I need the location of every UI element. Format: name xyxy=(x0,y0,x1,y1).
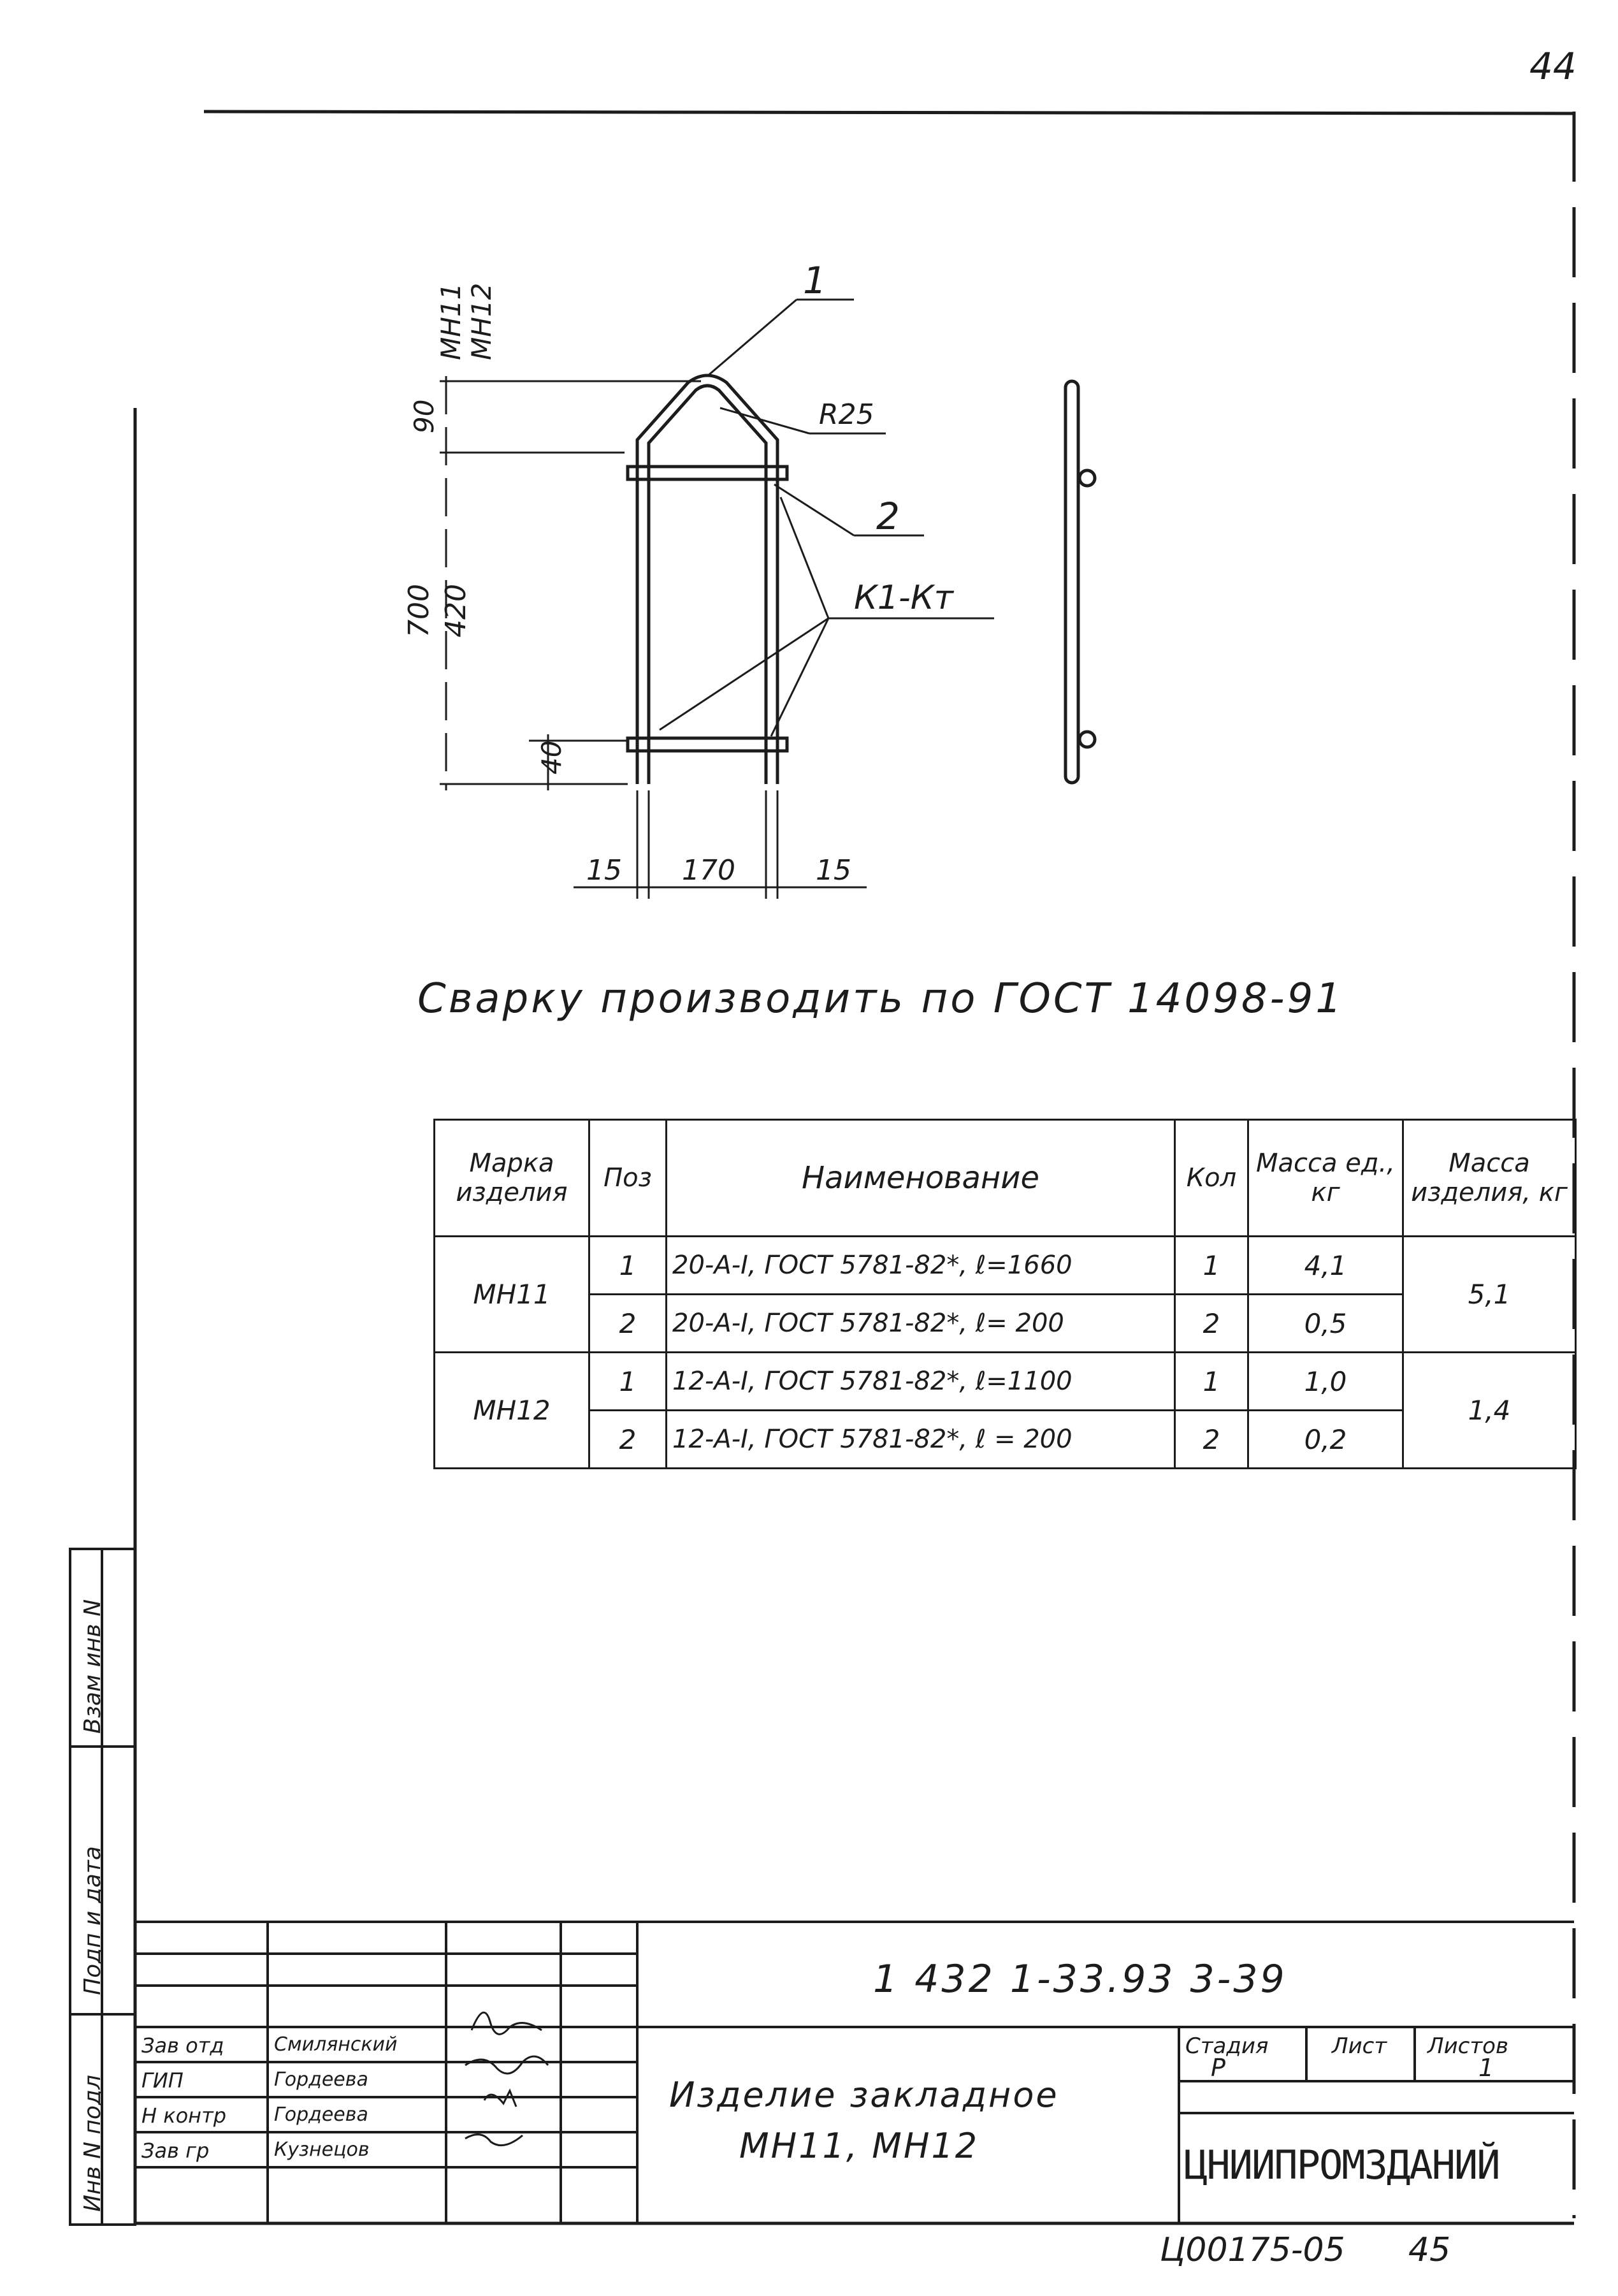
sheet-label: Лист xyxy=(1332,2033,1387,2059)
mass-cell: 0,5 xyxy=(1247,1293,1404,1353)
dim-90: 90 xyxy=(408,400,440,433)
signature-4 xyxy=(465,2133,523,2147)
mass-cell: 4,1 xyxy=(1247,1235,1404,1295)
name-norm-control: Гордеева xyxy=(274,2103,368,2126)
drawing-title-line1: Изделие закладное xyxy=(669,2075,1059,2115)
signature-3 xyxy=(483,2088,517,2107)
side-view-crossbar-top xyxy=(1078,469,1097,488)
mark-cell: МН11 xyxy=(433,1235,590,1353)
table-row: МН12 1 12-А-I, ГОСТ 5781-82*, ℓ=1100 1 1… xyxy=(433,1351,1577,1469)
dim-170: 170 xyxy=(682,854,735,887)
header-qty: Кол xyxy=(1174,1119,1249,1237)
qty-cell: 2 xyxy=(1174,1409,1249,1469)
header-unit-mass: Масса ед., кг xyxy=(1247,1119,1404,1237)
dim-40: 40 xyxy=(536,741,567,774)
qty-cell: 1 xyxy=(1174,1351,1249,1411)
sheets-label: Листов xyxy=(1427,2033,1509,2059)
crossbar-bottom xyxy=(626,736,789,753)
technical-drawing: МН11 МН12 90 700 420 40 15 170 15 R25 1 … xyxy=(403,259,1097,899)
radius-label: R25 xyxy=(819,398,874,431)
callout-2: 2 xyxy=(876,495,900,538)
side-view-bar xyxy=(1064,379,1080,785)
dim-700: 700 xyxy=(403,584,435,637)
role-head-group: Зав гр xyxy=(141,2139,210,2163)
table-row: МН11 1 20-А-I, ГОСТ 5781-82*, ℓ=1660 1 4… xyxy=(433,1235,1577,1353)
crossbar-top xyxy=(626,465,789,481)
sheets-value: 1 xyxy=(1478,2054,1494,2082)
sheet-number: 44 xyxy=(1529,45,1577,88)
side-view-crossbar-bottom xyxy=(1078,730,1097,749)
pos-cell: 1 xyxy=(588,1235,667,1295)
pos-cell: 2 xyxy=(588,1293,667,1353)
drawing-title-line2: МН11, МН12 xyxy=(739,2126,979,2166)
stage-label: Стадия xyxy=(1185,2033,1269,2059)
stage-value: Р xyxy=(1211,2054,1225,2082)
side-strip xyxy=(69,1548,136,2226)
header-item-mass: Масса изделия, кг xyxy=(1402,1119,1577,1237)
name-chief-engineer: Гордеева xyxy=(274,2068,368,2091)
name-cell: 20-А-I, ГОСТ 5781-82*, ℓ=1660 xyxy=(665,1235,1176,1295)
qty-cell: 1 xyxy=(1174,1235,1249,1295)
role-norm-control: Н контр xyxy=(141,2103,227,2128)
callout-1: 1 xyxy=(803,259,827,302)
table-row: 2 12-А-I, ГОСТ 5781-82*, ℓ = 200 2 0,2 xyxy=(435,1409,1576,1469)
table-row: 2 20-А-I, ГОСТ 5781-82*, ℓ= 200 2 0,5 xyxy=(435,1293,1576,1353)
mark-mn11: МН11 xyxy=(435,283,466,360)
signature-1 xyxy=(470,2011,542,2035)
bar-position-1-inner xyxy=(647,384,768,784)
header-mark: Марка изделия xyxy=(433,1119,590,1237)
total-mass-cell: 1,4 xyxy=(1402,1351,1577,1469)
signature-2 xyxy=(465,2055,549,2075)
weld-label: К1-Кт xyxy=(854,579,955,617)
signatures xyxy=(465,2011,549,2147)
header-name: Наименование xyxy=(665,1119,1176,1237)
frame-top-line xyxy=(203,110,1575,115)
name-head-group: Кузнецов xyxy=(274,2139,370,2161)
pos-cell: 2 xyxy=(588,1409,667,1469)
role-chief-engineer: ГИП xyxy=(141,2068,184,2093)
footer-code: Ц00175-05 xyxy=(1160,2231,1345,2269)
mass-cell: 0,2 xyxy=(1247,1409,1404,1469)
role-head-dept: Зав отд xyxy=(141,2033,224,2058)
total-mass-cell: 5,1 xyxy=(1402,1235,1577,1353)
name-head-dept: Смилянский xyxy=(274,2033,398,2056)
footer-page: 45 xyxy=(1408,2231,1451,2269)
name-cell: 20-А-I, ГОСТ 5781-82*, ℓ= 200 xyxy=(665,1293,1176,1353)
welding-note: Сварку производить по ГОСТ 14098-91 xyxy=(417,975,1345,1022)
spec-header-row: Марка изделия Поз Наименование Кол Масса… xyxy=(433,1119,1577,1237)
dim-15-right: 15 xyxy=(816,854,851,887)
name-cell: 12-А-I, ГОСТ 5781-82*, ℓ = 200 xyxy=(665,1409,1176,1469)
mark-mn12: МН12 xyxy=(466,283,497,360)
organization-name: ЦНИИПРОМЗДАНИЙ xyxy=(1184,2142,1501,2188)
header-pos: Поз xyxy=(588,1119,667,1237)
mass-cell: 1,0 xyxy=(1247,1351,1404,1411)
dim-420: 420 xyxy=(440,584,472,637)
document-code: 1 432 1-33.93 3-39 xyxy=(873,1957,1287,2002)
dim-15-left: 15 xyxy=(586,854,622,887)
pos-cell: 1 xyxy=(588,1351,667,1411)
specification-table: Марка изделия Поз Наименование Кол Масса… xyxy=(433,1119,1577,1469)
mark-cell: МН12 xyxy=(433,1351,590,1469)
qty-cell: 2 xyxy=(1174,1293,1249,1353)
name-cell: 12-А-I, ГОСТ 5781-82*, ℓ=1100 xyxy=(665,1351,1176,1411)
